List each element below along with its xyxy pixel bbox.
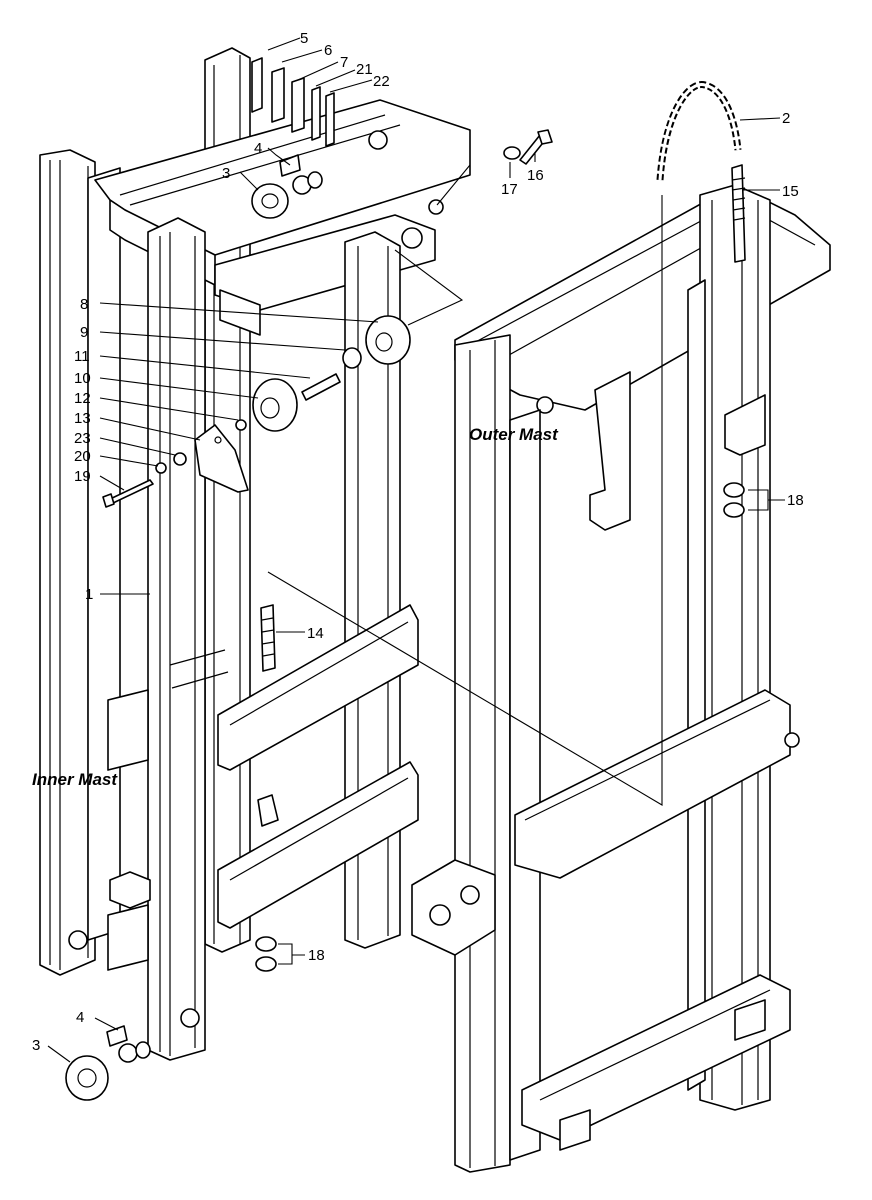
callout-13: 13 (74, 410, 91, 427)
callout-19: 19 (74, 468, 91, 485)
nuts-18-upper (723, 482, 745, 518)
callout-18-upper: 18 (787, 492, 804, 509)
chain-sheave (235, 315, 411, 432)
callout-15: 15 (782, 183, 799, 200)
bracket-13 (102, 424, 249, 508)
fork-carriage (169, 604, 419, 929)
callout-22: 22 (373, 73, 390, 90)
callout-3-upper: 3 (222, 165, 230, 182)
callout-20: 20 (74, 448, 91, 465)
callout-7: 7 (340, 54, 348, 71)
nut-17 (503, 146, 521, 160)
callout-16: 16 (527, 167, 544, 184)
callout-1: 1 (85, 586, 93, 603)
callout-12: 12 (74, 390, 91, 407)
inner-mast-assembly (39, 47, 471, 1061)
callout-11: 11 (74, 348, 90, 365)
callout-14: 14 (307, 625, 324, 642)
callout-17: 17 (501, 181, 518, 198)
callout-5: 5 (300, 30, 308, 47)
guide-lines (267, 164, 663, 806)
callout-2: 2 (782, 110, 790, 127)
leader-lines (47, 37, 785, 1063)
anchor-bolt-14 (260, 604, 276, 672)
callout-4-upper: 4 (254, 140, 262, 157)
callout-10: 10 (74, 370, 91, 387)
lift-chain (656, 81, 742, 181)
chain-anchor-bolt (731, 164, 746, 263)
inner-mast-title: Inner Mast (32, 770, 118, 789)
callout-labels: 5 6 7 21 22 4 3 17 16 2 15 8 9 11 10 12 … (32, 30, 804, 1054)
bearing-lower (65, 1025, 151, 1101)
callout-23: 23 (74, 430, 91, 447)
callout-6: 6 (324, 42, 332, 59)
callout-8: 8 (80, 296, 88, 313)
callout-21: 21 (356, 61, 373, 78)
outer-mast-assembly (411, 184, 831, 1173)
callout-4-lower: 4 (76, 1009, 84, 1026)
shim-plates (251, 57, 335, 147)
nuts-18-lower (255, 936, 277, 972)
bearing-upper (251, 154, 323, 219)
callout-3-lower: 3 (32, 1037, 40, 1054)
callout-9: 9 (80, 324, 88, 341)
outer-mast-title: Outer Mast (469, 425, 559, 444)
bolt-16 (519, 129, 553, 165)
callout-18-lower: 18 (308, 947, 325, 964)
